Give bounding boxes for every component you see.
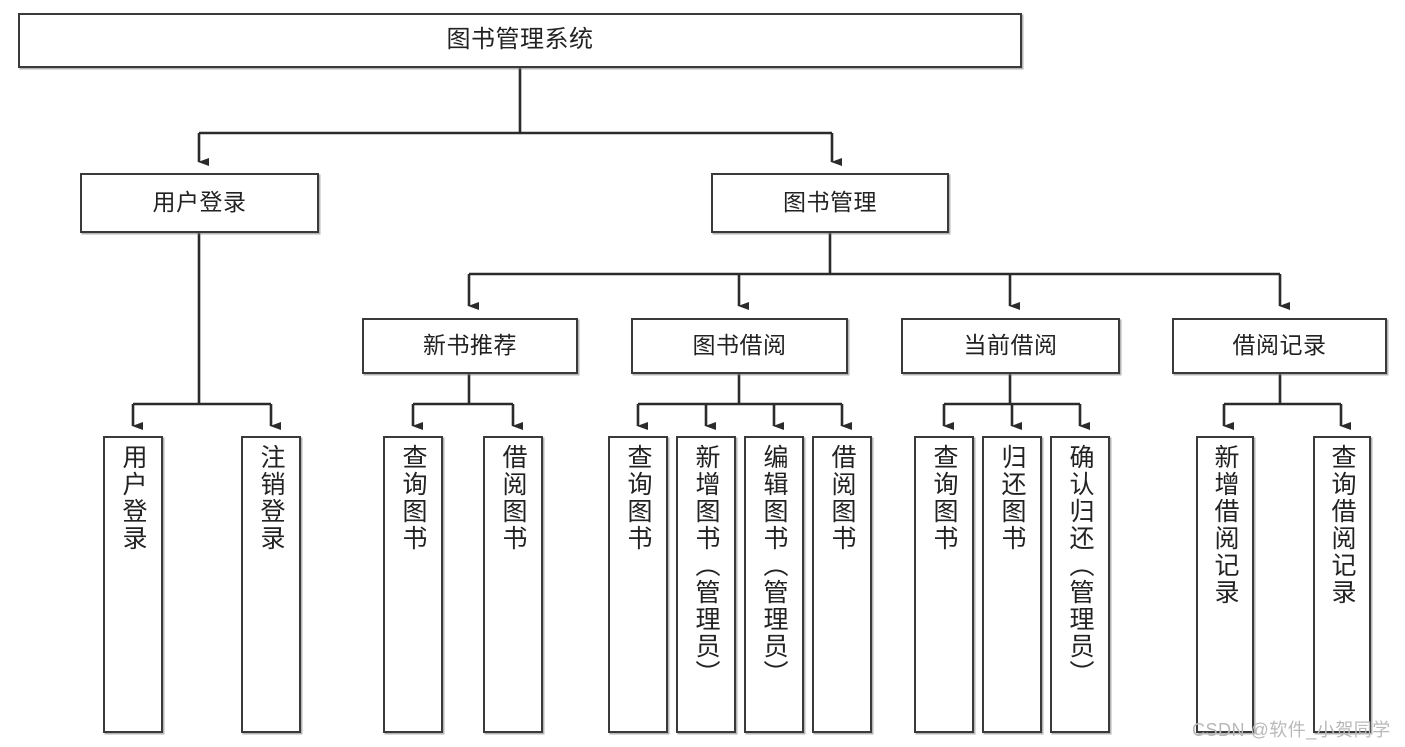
node-book-management[interactable]: 图书管理 (711, 173, 949, 233)
leaf-add-borrow-record-label: 新增借阅记录 (1211, 444, 1239, 606)
leaf-edit-book-admin-label: 编辑图书（管理员） (760, 444, 788, 687)
leaf-query-book-borrow-label: 查询图书 (624, 444, 652, 552)
watermark: CSDN @软件_小贺同学 (1192, 720, 1391, 740)
leaf-add-borrow-record[interactable]: 新增借阅记录 (1196, 436, 1254, 733)
leaf-borrow-book[interactable]: 借阅图书 (812, 436, 872, 733)
node-root[interactable]: 图书管理系统 (18, 13, 1022, 68)
leaf-logout-label: 注销登录 (257, 444, 285, 552)
node-borrow-records[interactable]: 借阅记录 (1172, 318, 1387, 374)
leaf-edit-book-admin[interactable]: 编辑图书（管理员） (744, 436, 804, 733)
node-new-book-recommend-label: 新书推荐 (423, 332, 517, 359)
node-user-login[interactable]: 用户登录 (80, 173, 319, 233)
leaf-query-book-recommend-label: 查询图书 (399, 444, 427, 552)
leaf-query-book-borrow[interactable]: 查询图书 (608, 436, 668, 733)
leaf-return-book[interactable]: 归还图书 (982, 436, 1042, 733)
leaf-query-borrow-record[interactable]: 查询借阅记录 (1313, 436, 1371, 733)
node-root-label: 图书管理系统 (446, 26, 594, 54)
leaf-query-book-recommend[interactable]: 查询图书 (383, 436, 443, 733)
leaf-return-book-label: 归还图书 (998, 444, 1026, 552)
leaf-query-book-current-label: 查询图书 (930, 444, 958, 552)
node-current-borrow-label: 当前借阅 (963, 332, 1058, 359)
node-book-management-label: 图书管理 (783, 189, 877, 216)
leaf-query-book-current[interactable]: 查询图书 (914, 436, 974, 733)
leaf-add-book-admin[interactable]: 新增图书（管理员） (676, 436, 736, 733)
node-new-book-recommend[interactable]: 新书推荐 (362, 318, 578, 374)
leaf-borrow-book-label: 借阅图书 (828, 444, 856, 552)
leaf-logout[interactable]: 注销登录 (241, 436, 301, 733)
leaf-add-book-admin-label: 新增图书（管理员） (692, 444, 720, 687)
leaf-user-login[interactable]: 用户登录 (103, 436, 163, 733)
leaf-borrow-book-recommend-label: 借阅图书 (499, 444, 527, 552)
leaf-user-login-label: 用户登录 (119, 444, 147, 552)
node-borrow-records-label: 借阅记录 (1232, 332, 1327, 359)
leaf-confirm-return-admin-label: 确认归还（管理员） (1066, 444, 1094, 687)
leaf-borrow-book-recommend[interactable]: 借阅图书 (483, 436, 543, 733)
node-book-borrow-label: 图书借阅 (692, 332, 787, 359)
leaf-confirm-return-admin[interactable]: 确认归还（管理员） (1050, 436, 1110, 733)
node-user-login-label: 用户登录 (152, 189, 247, 216)
node-current-borrow[interactable]: 当前借阅 (901, 318, 1120, 374)
node-book-borrow[interactable]: 图书借阅 (631, 318, 848, 374)
leaf-query-borrow-record-label: 查询借阅记录 (1328, 444, 1356, 606)
